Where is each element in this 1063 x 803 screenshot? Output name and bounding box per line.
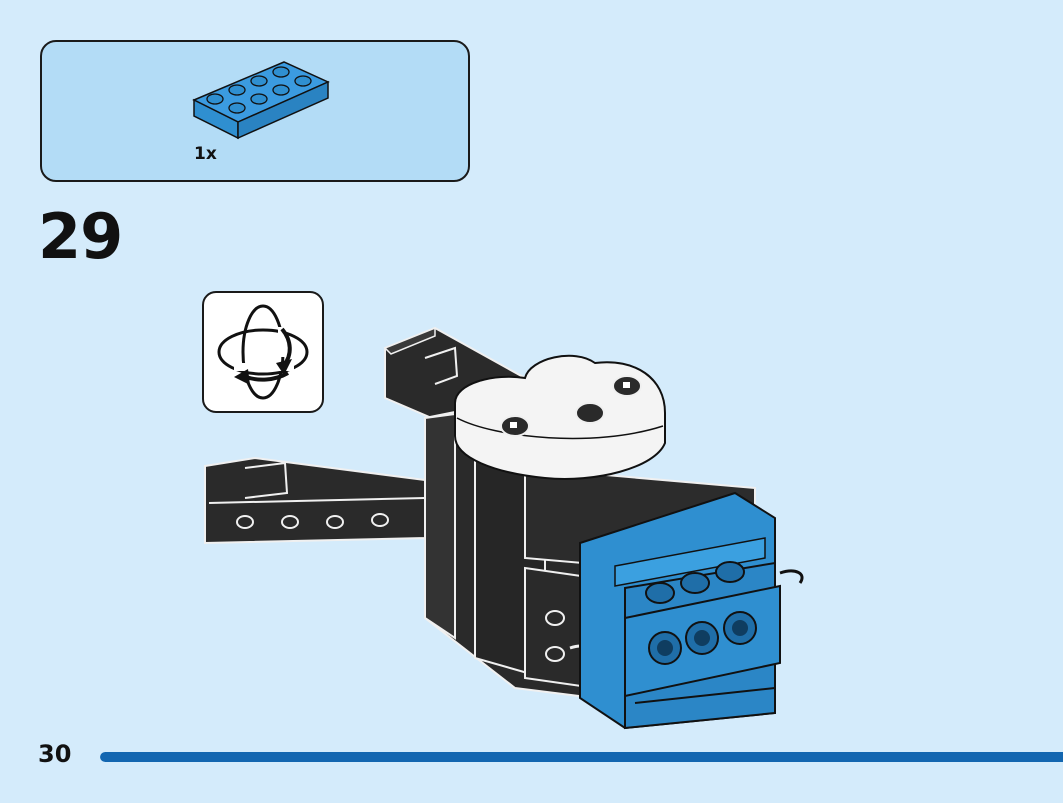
rotate-model-callout [202, 291, 324, 413]
model-illustration [204, 326, 804, 730]
lower-wing [204, 456, 426, 545]
blue-face-block [579, 491, 804, 730]
brick-2x4-plate-icon [192, 61, 330, 140]
step-number: 29 [38, 200, 123, 273]
parts-callout: 1x [40, 40, 470, 182]
page-number: 30 [38, 740, 72, 768]
progress-bar [100, 752, 1063, 762]
part-quantity: 1x [194, 144, 217, 164]
rotate-model-icon [217, 304, 309, 400]
white-head-plate [454, 354, 666, 480]
progress-bar-fill [100, 752, 1063, 762]
